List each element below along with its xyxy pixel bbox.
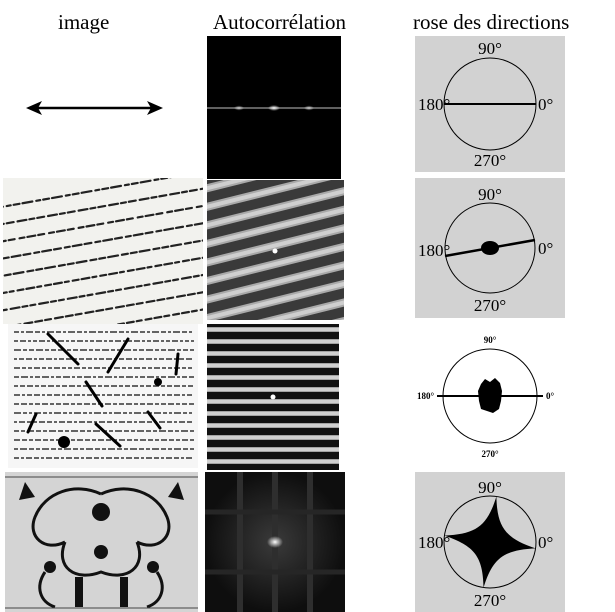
double-arrow-icon [26,101,163,115]
row2-image-italic-text [3,178,203,324]
row3-image-roman-text [8,324,198,468]
rose-label-90: 90° [478,478,502,497]
rose-label-180: 180° [418,241,450,260]
rose-label-180: 180° [417,391,435,401]
rose-label-0: 0° [538,95,553,114]
rose-label-90: 90° [478,185,502,204]
rose-label-0: 0° [538,239,553,258]
row4-image-ornament [5,472,198,612]
header-autocorrelation: Autocorrélation [213,10,346,34]
row3-rose: 90° 180° 0° 270° [415,321,565,471]
row1-rose: 90° 180° 0° 270° [415,36,565,172]
header-rose: rose des directions [413,10,570,34]
row1-image-double-arrow [0,40,200,180]
rose-label-90: 90° [484,335,497,345]
row2-autocorrelation [207,180,344,320]
rose-label-90: 90° [478,39,502,58]
header-image: image [58,10,110,34]
row4-rose: 90° 180° 0° 270° [415,472,565,612]
row2-rose: 90° 180° 0° 270° [415,178,565,318]
rose-label-180: 180° [418,533,450,552]
row4-autocorrelation [205,472,345,612]
rose-label-270: 270° [481,449,499,459]
row1-autocorrelation [207,36,341,179]
rose-label-0: 0° [538,533,553,552]
rose-label-270: 270° [474,296,506,315]
rose-label-180: 180° [418,95,450,114]
row3-autocorrelation [207,324,339,470]
rose-label-0: 0° [546,391,555,401]
rose-label-270: 270° [474,591,506,610]
rose-label-270: 270° [474,151,506,170]
